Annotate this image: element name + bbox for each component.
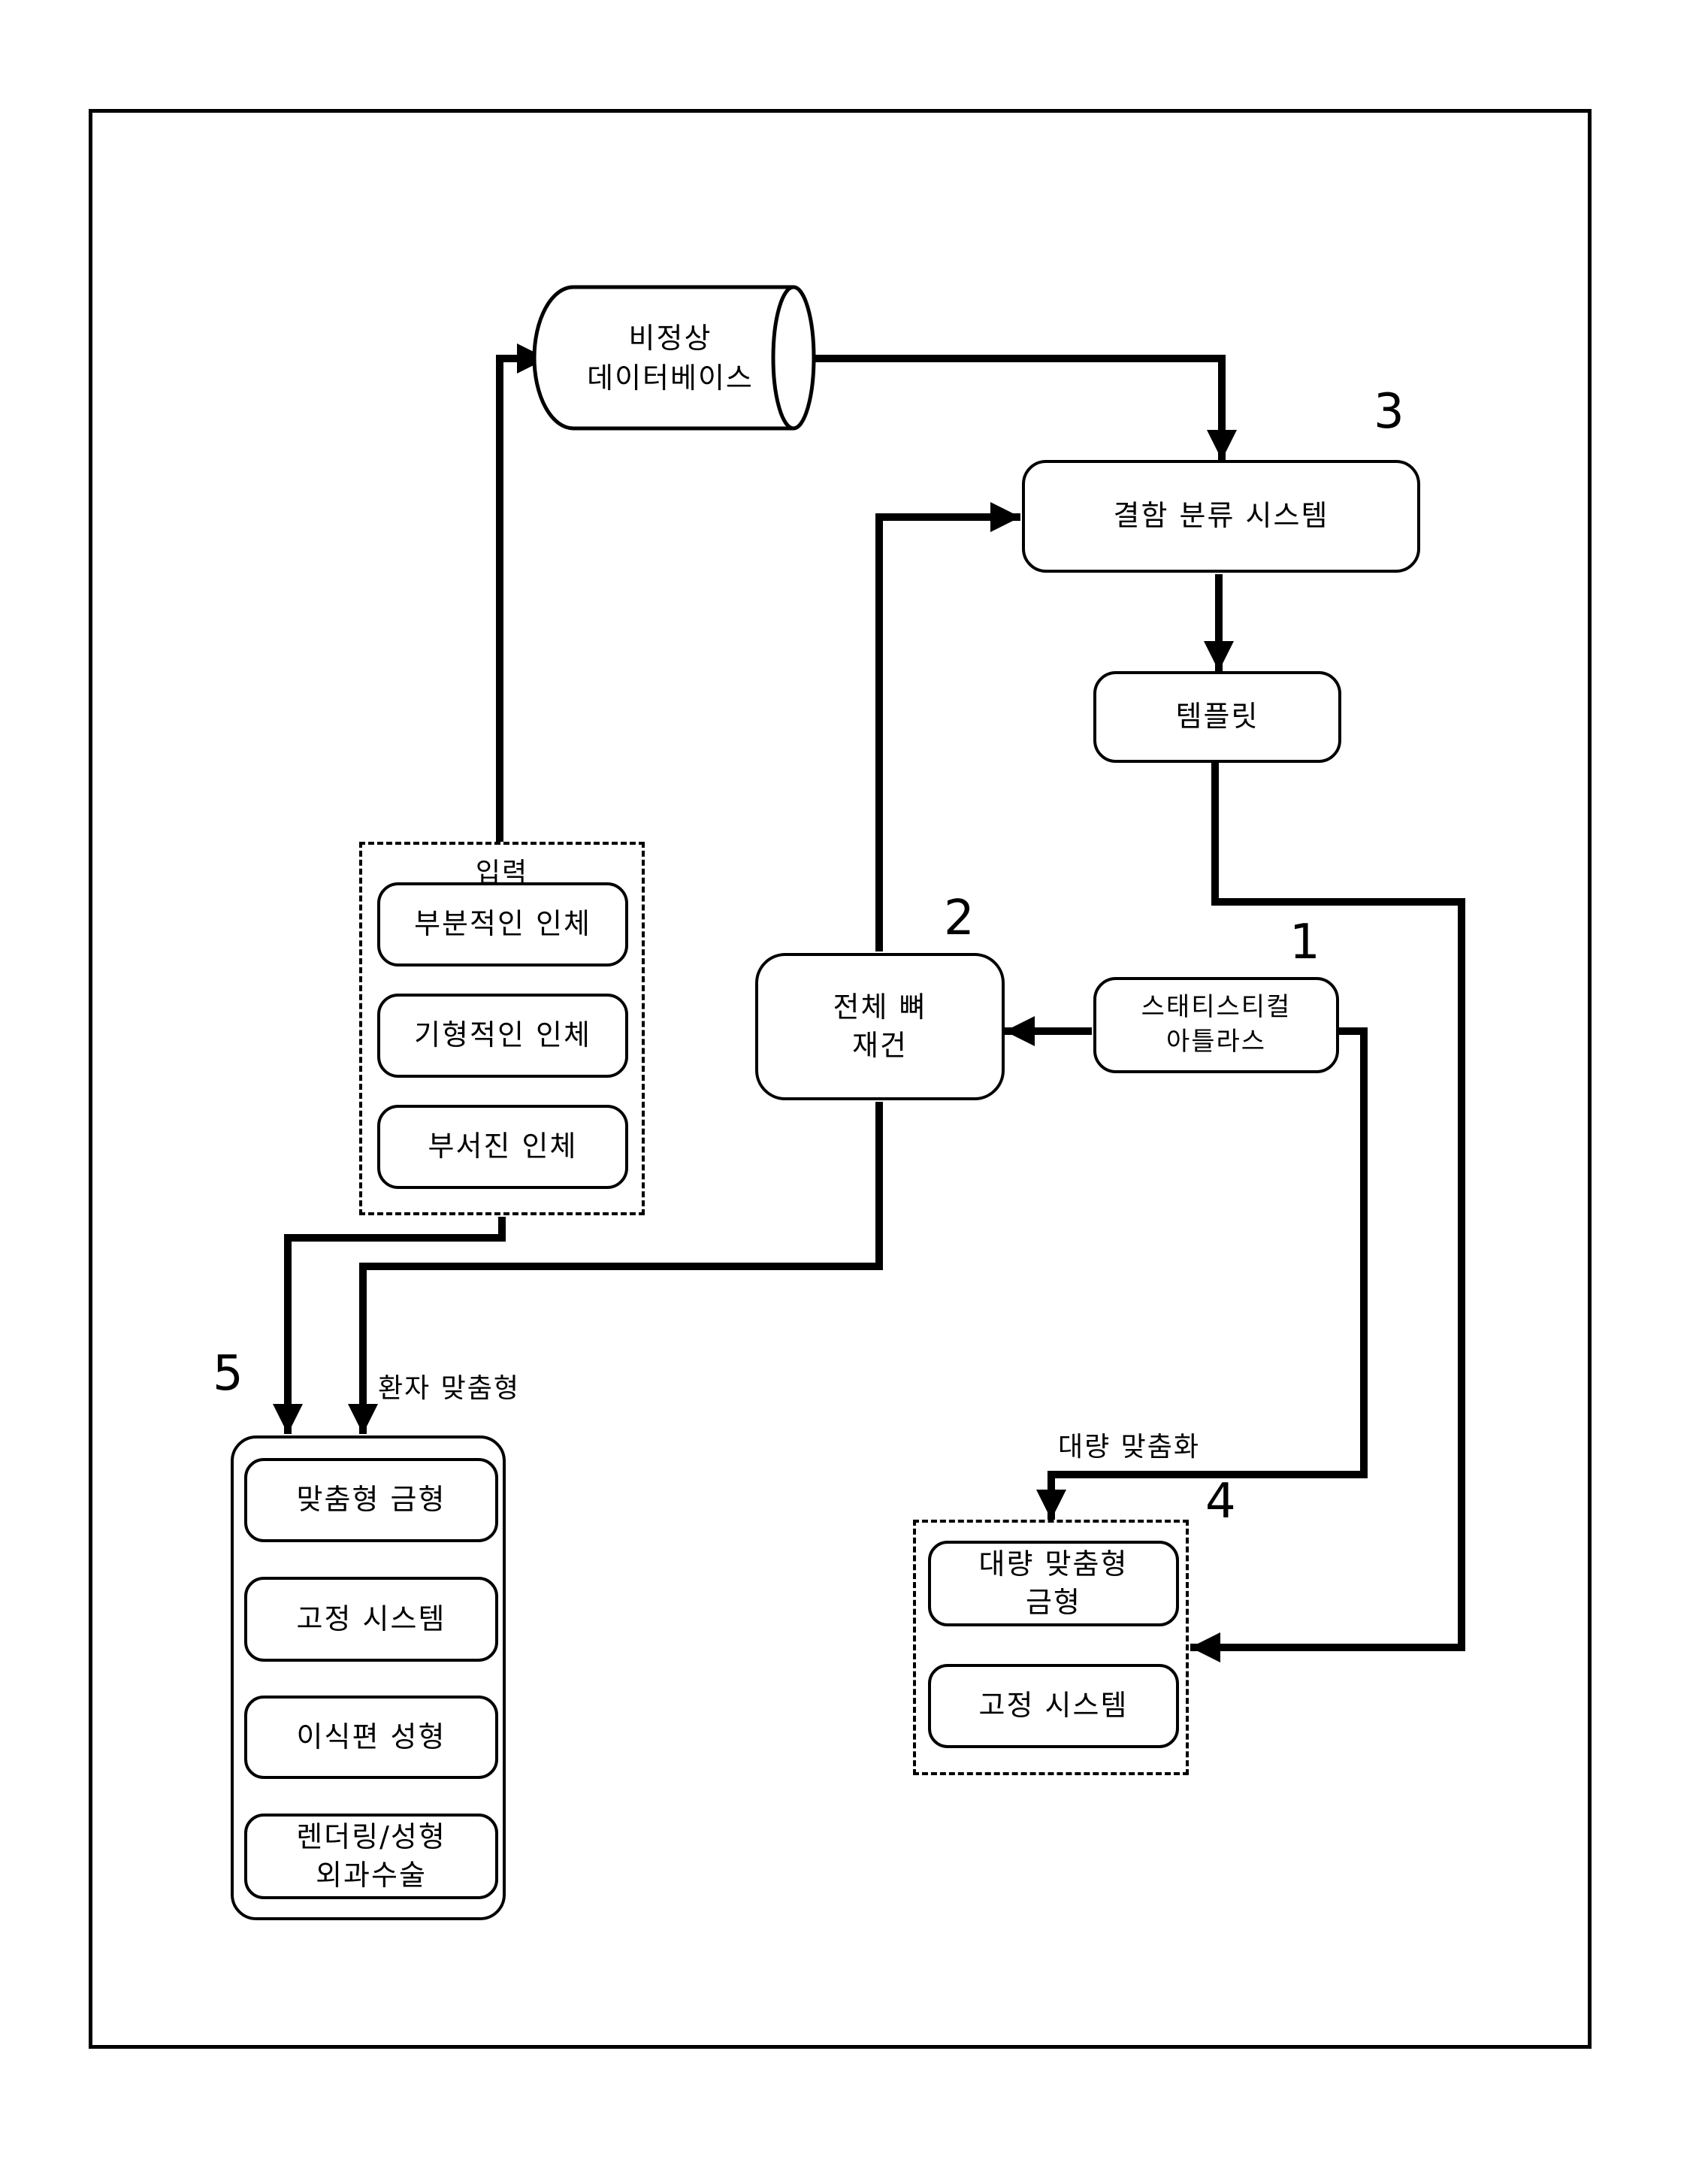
ref-label-1: 1 xyxy=(1289,915,1320,970)
node-graft-shaping: 이식편 성형 xyxy=(244,1696,498,1779)
node-defect-classification-system: 결함 분류 시스템 xyxy=(1022,460,1420,573)
ref-label-4: 4 xyxy=(1205,1474,1236,1529)
node-mass-custom-mold: 대량 맞춤형 금형 xyxy=(928,1541,1179,1626)
node-abnormal-database: 비정상 데이터베이스 xyxy=(587,321,754,395)
edge-label-mass-customization: 대량 맞춤화 xyxy=(1058,1432,1201,1463)
figure-border xyxy=(89,109,1592,2049)
connector-input-to-database xyxy=(496,343,547,843)
database-cylinder-body xyxy=(532,285,794,431)
node-mass-fixation-system: 고정 시스템 xyxy=(928,1664,1179,1748)
connector-bone-reconstruction-to-patient-group xyxy=(348,1102,883,1434)
connector-database-to-defect-classification xyxy=(813,355,1237,460)
group-mass-customization: 대량 맞춤형 금형 고정 시스템 xyxy=(913,1520,1189,1775)
node-full-bone-reconstruction: 전체 뼈 재건 xyxy=(755,953,1005,1100)
group-input: 입력 부분적인 인체 기형적인 인체 부서진 인체 xyxy=(359,842,645,1215)
node-partial-anatomy: 부분적인 인체 xyxy=(377,882,628,967)
connector-input-to-patient-group xyxy=(273,1217,506,1434)
group-patient-specific: 맞춤형 금형 고정 시스템 이식편 성형 렌더링/성형 외과수술 xyxy=(231,1435,506,1920)
connector-statistical-atlas-to-mass-group xyxy=(1036,1027,1368,1520)
ref-label-2: 2 xyxy=(944,891,975,946)
node-fixation-system: 고정 시스템 xyxy=(244,1577,498,1662)
node-template: 템플릿 xyxy=(1093,671,1341,763)
ref-label-5: 5 xyxy=(213,1346,243,1402)
edge-label-patient-specific: 환자 맞춤형 xyxy=(378,1373,521,1404)
node-deformed-anatomy: 기형적인 인체 xyxy=(377,994,628,1078)
node-custom-mold: 맞춤형 금형 xyxy=(244,1458,498,1542)
connector-bone-reconstruction-to-defect-classification xyxy=(875,502,1020,951)
node-rendering-plastic-surgery: 렌더링/성형 외과수술 xyxy=(244,1814,498,1899)
ref-label-3: 3 xyxy=(1374,384,1404,440)
node-fractured-anatomy: 부서진 인체 xyxy=(377,1105,628,1189)
connector-template-to-mass-group xyxy=(1190,763,1465,1662)
node-statistical-atlas: 스태티스티컬 아틀라스 xyxy=(1093,977,1339,1073)
database-cylinder-end xyxy=(771,285,816,431)
